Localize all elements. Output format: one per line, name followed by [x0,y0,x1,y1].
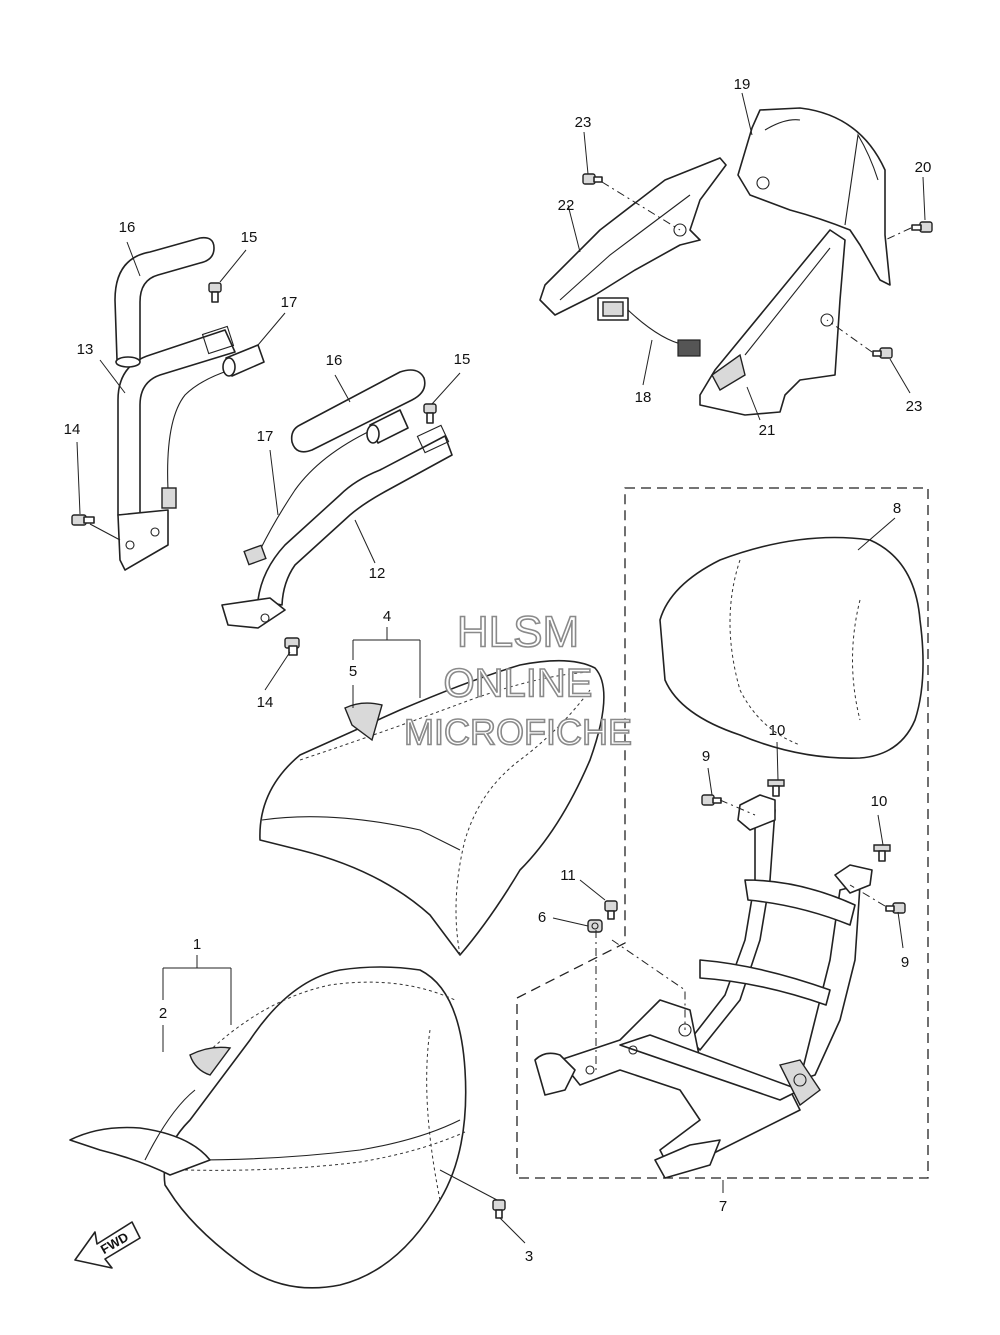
bolt-23-upper[interactable] [582,173,603,185]
callout-10-right: 10 [871,793,888,810]
callout-18: 18 [635,389,652,406]
nut-6[interactable] [587,919,603,933]
callout-3: 3 [525,1248,533,1265]
callout-11: 11 [560,867,576,884]
callout-4: 4 [383,608,391,625]
callout-23-upper: 23 [575,114,592,131]
bracket-1-2 [162,955,232,1052]
callout-22: 22 [558,197,575,214]
switch-18[interactable] [597,297,701,357]
callout-2: 2 [159,1005,167,1022]
rear-seat-flap-5[interactable] [344,702,383,742]
callout-9-right: 9 [901,954,909,971]
backrest-frame[interactable] [534,794,873,1179]
bolt-23-lower[interactable] [872,347,893,359]
leader-lines [76,92,926,1244]
callout-17-right: 17 [257,428,274,445]
callout-15-left: 15 [241,229,258,246]
callout-19: 19 [734,76,751,93]
callout-20: 20 [915,159,932,176]
grab-bar-right[interactable] [221,424,453,629]
callout-17-left: 17 [281,294,298,311]
callout-8: 8 [893,500,901,517]
cover-22[interactable] [539,157,727,316]
callout-21: 21 [759,422,776,439]
callout-1: 1 [193,936,201,953]
callout-6: 6 [538,909,546,926]
bolt-11[interactable] [604,900,618,920]
bracket-4-5 [352,627,421,708]
fwd-arrow-icon: FWD [74,1221,141,1269]
heater-wire-left[interactable] [161,344,265,509]
callout-5: 5 [349,663,357,680]
watermark-line1: HLSM [457,608,579,657]
callout-23-lower: 23 [906,398,923,415]
callout-16-left: 16 [119,219,136,236]
screw-10-right[interactable] [873,844,891,862]
callout-14-left: 14 [64,421,81,438]
callout-7: 7 [719,1198,727,1215]
bolt-14-left[interactable] [71,514,95,526]
front-seat[interactable] [69,966,467,1289]
heater-wire-right[interactable] [243,409,409,566]
callout-13: 13 [77,341,94,358]
bolt-15-left[interactable] [208,282,222,303]
bolt-14-right[interactable] [284,637,300,656]
rear-seat[interactable] [259,659,605,956]
grip-left[interactable] [114,236,215,368]
backrest[interactable] [659,536,924,759]
cover-19[interactable] [737,107,891,286]
bolt-9-right[interactable] [885,902,906,914]
grab-bar-left[interactable] [117,325,236,571]
bolt-3[interactable] [492,1199,506,1219]
bolt-15-right[interactable] [423,403,437,424]
watermark-line2: ONLINE [444,662,593,706]
callout-labels: 1 2 3 4 5 6 7 8 9 9 10 10 11 12 13 14 14… [64,76,932,1265]
callout-14-right: 14 [257,694,274,711]
callout-9-left: 9 [702,748,710,765]
bolt-9-left[interactable] [701,794,722,806]
bolt-20[interactable] [911,221,933,233]
callout-16-right: 16 [326,352,343,369]
watermark-line3: MICROFICHE [404,712,632,753]
grip-right[interactable] [290,369,426,453]
callout-12: 12 [369,565,386,582]
screw-10-left[interactable] [767,779,785,797]
cover-21[interactable] [699,229,846,416]
callout-15-right: 15 [454,351,471,368]
callout-10-left: 10 [769,722,786,739]
assembly-7-boundary [516,487,929,1179]
